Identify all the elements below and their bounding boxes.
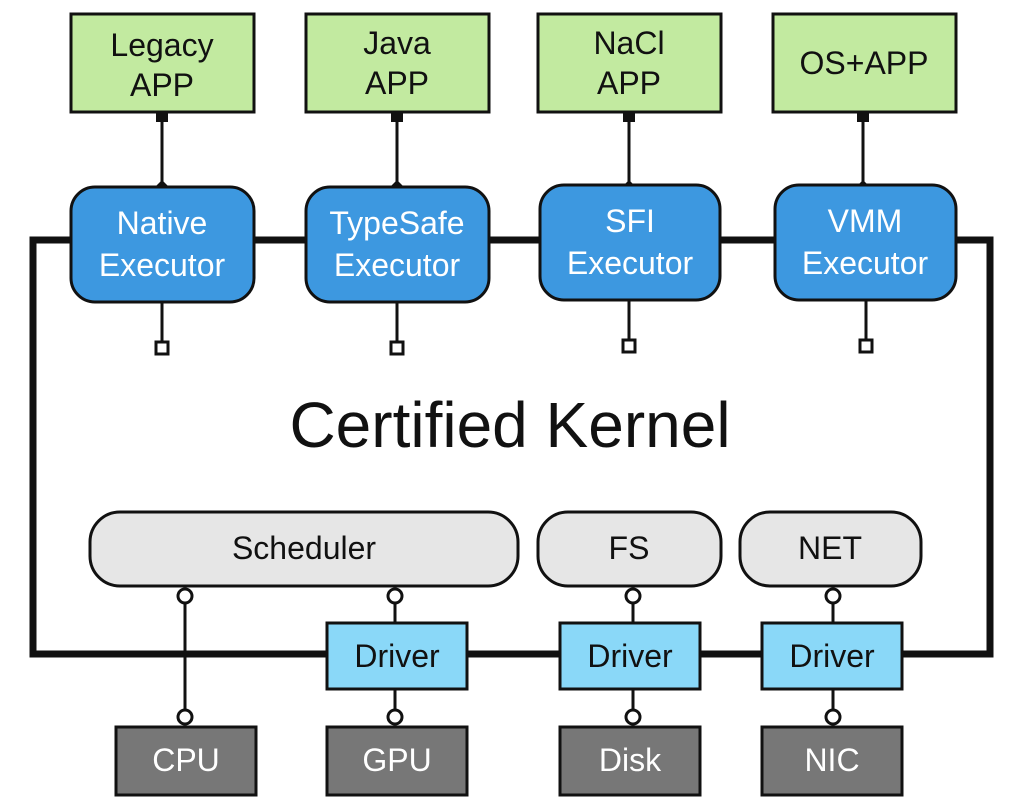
driver-nic: Driver	[760, 621, 904, 691]
executor-vmm-line2: Executor	[802, 245, 929, 281]
app-legacy: Legacy APP	[69, 12, 256, 114]
hardware-nic: NIC	[760, 725, 904, 797]
driver-nic-label: Driver	[789, 638, 875, 674]
executor-typesafe-line2: Executor	[334, 247, 461, 283]
app-connector-caps	[156, 110, 869, 186]
service-fs-label: FS	[609, 530, 650, 566]
driver-disk-label: Driver	[587, 638, 673, 674]
service-connectors	[176, 587, 842, 726]
hardware-disk: Disk	[558, 725, 702, 797]
service-net-label: NET	[798, 530, 862, 566]
kernel-boundary	[29, 236, 994, 658]
executor-sfi: SFI Executor	[538, 183, 722, 302]
hardware-gpu: GPU	[325, 725, 469, 797]
app-os-line1: OS+APP	[800, 45, 929, 81]
driver-gpu: Driver	[325, 621, 469, 691]
app-java-line2: APP	[365, 65, 429, 101]
executor-native-line1: Native	[117, 205, 208, 241]
executor-typesafe: TypeSafe Executor	[304, 185, 491, 304]
service-scheduler: Scheduler	[88, 510, 520, 588]
driver-gpu-label: Driver	[354, 638, 440, 674]
service-fs: FS	[536, 510, 723, 588]
executor-vmm-line1: VMM	[828, 203, 903, 239]
app-legacy-line1: Legacy	[110, 27, 213, 63]
executor-vmm: VMM Executor	[773, 183, 958, 302]
executor-native-line2: Executor	[99, 247, 226, 283]
app-legacy-line2: APP	[130, 67, 194, 103]
hardware-cpu: CPU	[114, 725, 258, 797]
app-java-line1: Java	[363, 25, 431, 61]
executor-sfi-line2: Executor	[567, 245, 694, 281]
app-nacl-line1: NaCl	[593, 25, 664, 61]
hardware-disk-label: Disk	[599, 742, 662, 778]
app-os: OS+APP	[771, 12, 958, 114]
driver-disk: Driver	[558, 621, 702, 691]
hardware-cpu-label: CPU	[152, 742, 220, 778]
executor-sfi-line1: SFI	[605, 203, 655, 239]
executor-ports	[154, 298, 874, 356]
kernel-title: Certified Kernel	[289, 389, 730, 461]
service-scheduler-label: Scheduler	[232, 530, 376, 566]
app-java: Java APP	[304, 12, 491, 114]
hardware-nic-label: NIC	[804, 742, 859, 778]
app-nacl: NaCl APP	[536, 12, 723, 114]
app-nacl-line2: APP	[597, 65, 661, 101]
hardware-gpu-label: GPU	[362, 742, 431, 778]
executor-typesafe-line1: TypeSafe	[329, 205, 464, 241]
service-net: NET	[738, 510, 923, 588]
executor-native: Native Executor	[69, 185, 256, 304]
app-connectors	[160, 117, 865, 186]
